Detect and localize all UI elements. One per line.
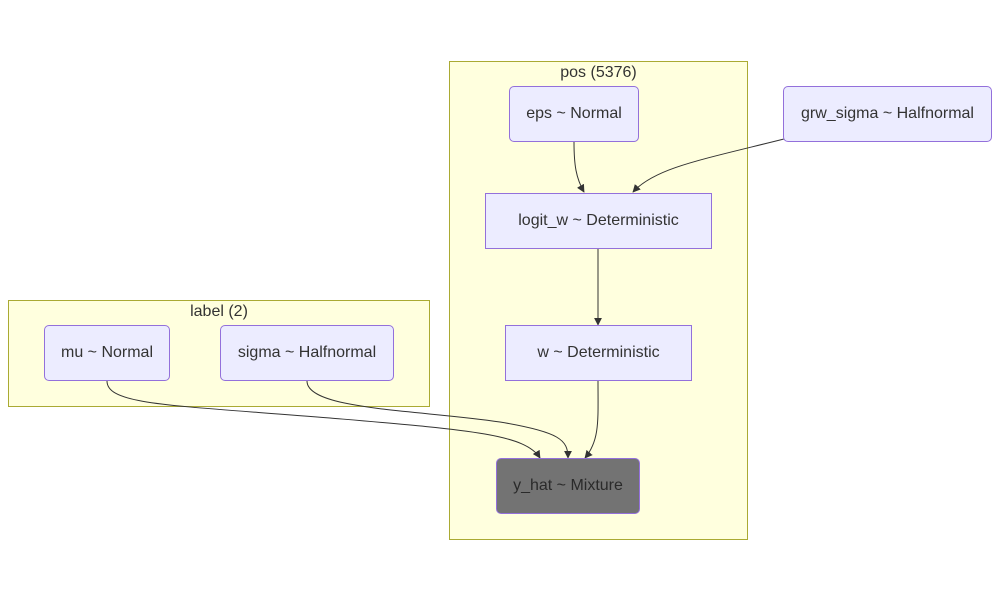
node-logit-w[interactable]: logit_w ~ Deterministic bbox=[485, 193, 712, 249]
cluster-pos-label: pos (5376) bbox=[560, 64, 637, 81]
node-w-label: w ~ Deterministic bbox=[537, 344, 660, 361]
node-mu-label: mu ~ Normal bbox=[60, 344, 154, 361]
cluster-label-label: label (2) bbox=[190, 303, 248, 320]
node-grw-sigma[interactable]: grw_sigma ~ Halfnormal bbox=[783, 86, 992, 142]
node-grw-sigma-label: grw_sigma ~ Halfnormal bbox=[801, 105, 974, 122]
node-sigma-label: sigma ~ Halfnormal bbox=[237, 344, 377, 361]
node-eps-label: eps ~ Normal bbox=[526, 105, 622, 122]
node-eps[interactable]: eps ~ Normal bbox=[509, 86, 639, 142]
node-logit-w-label: logit_w ~ Deterministic bbox=[518, 212, 679, 229]
node-w[interactable]: w ~ Deterministic bbox=[505, 325, 692, 381]
node-y-hat-label: y_hat ~ Mixture bbox=[513, 477, 623, 494]
node-mu[interactable]: mu ~ Normal bbox=[44, 325, 170, 381]
node-y-hat[interactable]: y_hat ~ Mixture bbox=[496, 458, 640, 514]
node-sigma[interactable]: sigma ~ Halfnormal bbox=[220, 325, 394, 381]
